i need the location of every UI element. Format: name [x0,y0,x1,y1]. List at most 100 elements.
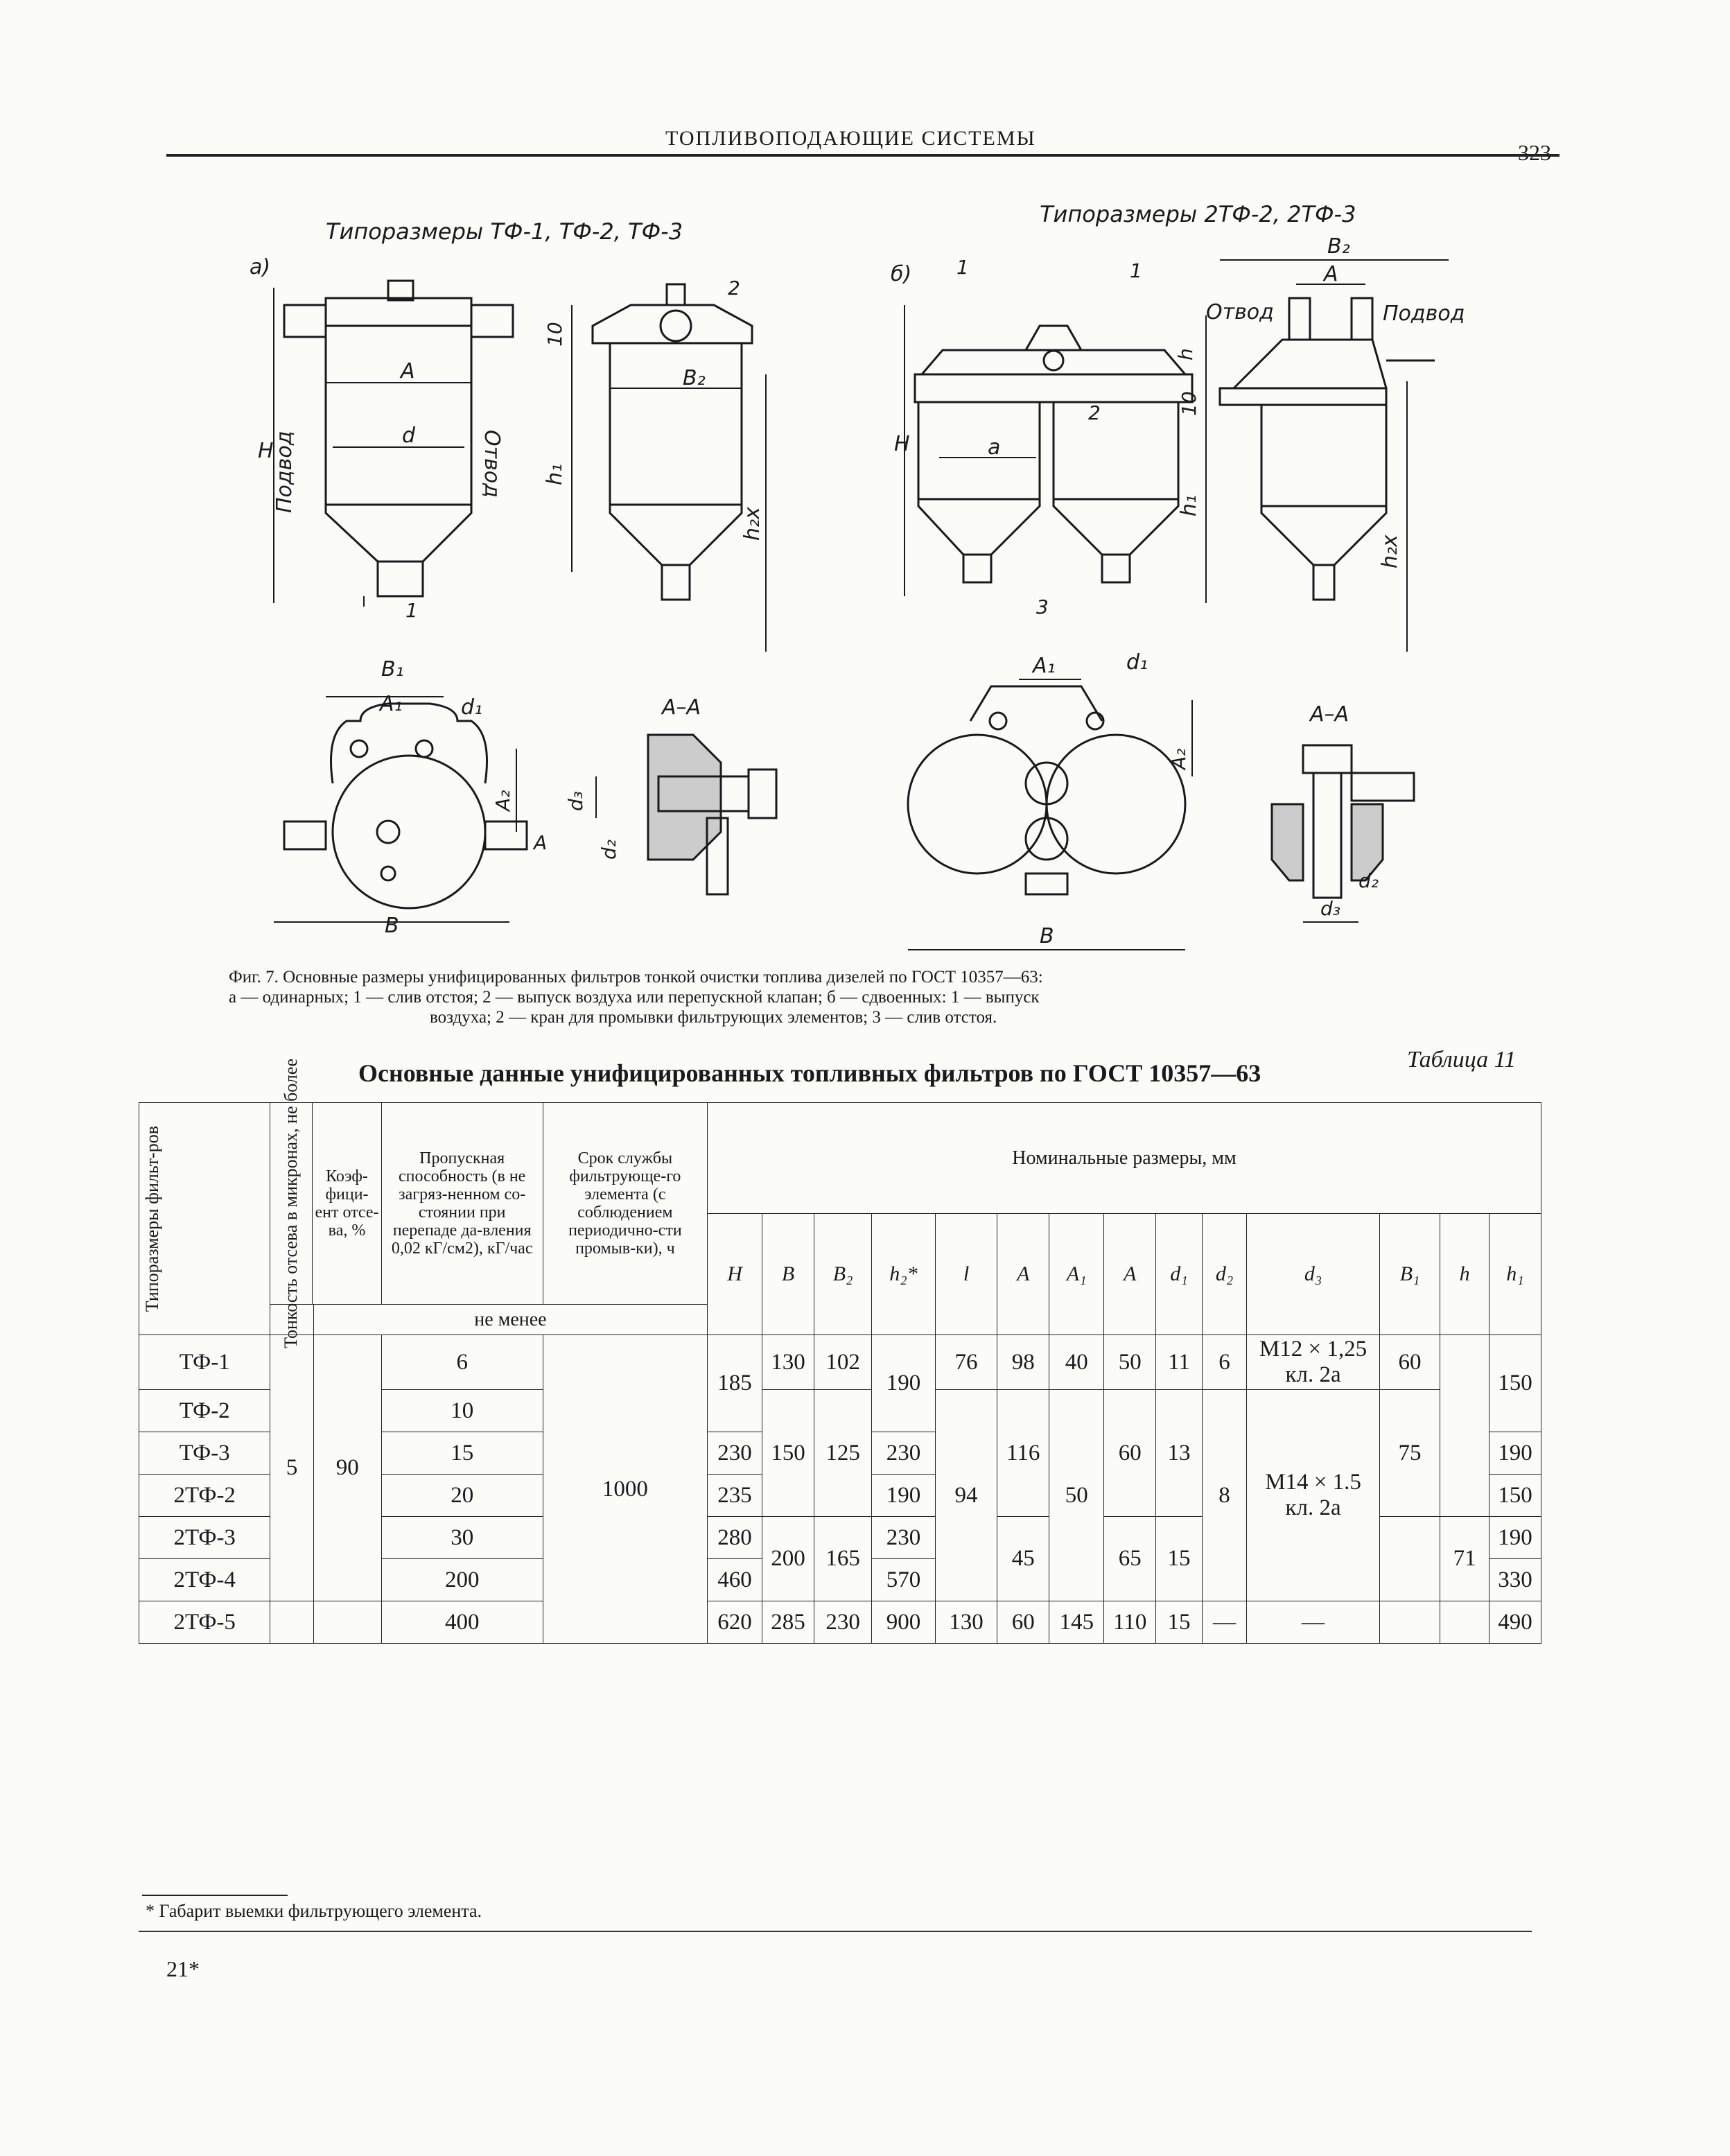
cell-A-second: 50 [1103,1335,1157,1390]
single-filter-plan [274,696,528,923]
header-dim-d1: d₁ [1155,1213,1203,1335]
double-filter-front [904,305,1194,596]
cell-h: 71 [1440,1516,1489,1601]
header-dim-d3: d₃ [1246,1213,1380,1335]
cell-A: 116 [997,1389,1050,1517]
dim-B-a: B [385,914,399,938]
cell-coef: 90 [313,1335,382,1601]
dim-h2x-a: h₂x [740,507,764,541]
cell-B2: 230 [813,1601,873,1644]
filters-data-table: Типоразмеры фильт-ров Тонкость отсева в … [138,1059,1542,1644]
dim-H-a: H [258,439,274,463]
cell-A: 60 [997,1601,1050,1644]
dim-d3-b: d₃ [1320,897,1340,920]
callout-2-a: 2 [728,277,740,299]
cell-H: 235 [706,1474,763,1517]
dim-A-a: A [399,359,415,383]
cell-h2: 570 [871,1558,936,1601]
header-dim-A1: A₁ [1049,1213,1105,1335]
callout-3-b: 3 [1036,595,1049,618]
cell-h2: 230 [871,1432,936,1475]
cell-h-blank [1440,1335,1489,1517]
cell-A-second: 110 [1103,1601,1157,1644]
cell-B: 285 [762,1601,814,1644]
header-not-less: не менее [313,1304,708,1335]
cell-B1-blank [1379,1516,1441,1601]
cell-h2: 190 [871,1474,936,1517]
label-inlet-a: Подвод [272,431,297,513]
dim-A2-a: A₂ [491,790,514,812]
cell-type: 2ТФ-2 [138,1474,271,1517]
header-dim-A: A [997,1213,1050,1335]
cell-d3: M12 × 1,25 кл. 2a [1246,1335,1380,1390]
callout-1-b-right: 1 [1130,259,1142,282]
dim-h2x-b: h₂x [1378,534,1402,568]
panel-a-label: а) [250,255,270,279]
dim-d2-a: d₂ [597,840,620,860]
cell-d3: M14 × 1.5 кл. 2a [1246,1389,1380,1601]
header-dim-h2: h₂* [871,1213,936,1335]
dim-A-b: A [1322,262,1338,286]
cell-A1: 145 [1049,1601,1105,1644]
header-dim-A-second: A [1103,1213,1157,1335]
dim-B1-a: B₁ [381,657,404,681]
cell-type: 2ТФ-3 [138,1516,271,1559]
cell-B: 200 [762,1516,814,1601]
cell-capacity: 20 [381,1474,543,1517]
header-dim-h1: h₁ [1488,1213,1542,1335]
cell-life: 1000 [542,1335,708,1644]
cell-h1: 330 [1488,1558,1542,1601]
double-filter-plan [907,679,1193,950]
section-title-b: А–А [1309,702,1349,727]
dim-d2-b: d₂ [1358,869,1379,892]
running-header: ТОПЛИВОПОДАЮЩИЕ СИСТЕМЫ [665,127,1036,150]
dim-A1-b: A₁ [1031,654,1056,678]
cell-H: 280 [706,1516,763,1559]
cell-h1: 190 [1488,1516,1542,1559]
data-table-wrapper: Типоразмеры фильт-ров Тонкость отсева в … [138,1059,1542,1644]
caption-line-2: а — одинарных; 1 — слив отстоя; 2 — выпу… [229,988,1040,1007]
cell-h2: 900 [871,1601,936,1644]
header-dim-B1: B₁ [1379,1213,1441,1335]
header-dim-l: l [934,1213,998,1335]
dim-A2-b: A₂ [1167,749,1190,771]
cell-B1: 60 [1379,1335,1441,1390]
cell-B: 150 [762,1389,814,1517]
label-outlet-b: Отвод [1206,300,1274,324]
dim-A1-a: A₁ [378,692,403,716]
caption-line-3: воздуха; 2 — кран для промывки фильтрующ… [430,1008,997,1027]
table-number: Таблица 11 [1407,1047,1517,1072]
cell-h1: 190 [1488,1432,1542,1475]
header-dim-d2: d₂ [1201,1213,1248,1335]
cell-capacity: 6 [381,1335,543,1390]
caption-line-1: Фиг. 7. Основные размеры унифицированных… [229,968,1043,986]
single-filter-section [595,733,778,896]
cell-h1: 150 [1488,1474,1542,1517]
section-mark-a: A [532,831,547,854]
table-title: Основные данные унифицированных топливны… [358,1059,1261,1087]
dim-d1-a: d₁ [461,695,482,720]
cell-B2: 102 [813,1335,873,1390]
cell-d2: 6 [1201,1335,1248,1390]
table-footnote: * Габарит выемки фильтрующего элемента. [146,1901,482,1921]
bottom-rule [139,1931,1532,1932]
dim-h1-b: h₁ [1177,495,1201,516]
cell-l: 94 [934,1389,998,1601]
cell-A1: 50 [1049,1389,1105,1601]
cell-d1: 15 [1155,1516,1203,1601]
dim-10-a: 10 [543,322,566,347]
footnote-rule [142,1895,288,1896]
cell-H: 620 [706,1601,763,1644]
cell-d1: 15 [1155,1601,1203,1644]
page-number: 323 [1518,140,1551,165]
cell-B1: 75 [1379,1389,1441,1517]
cell-B1-blank [1379,1601,1441,1644]
dim-B2-a: B₂ [683,366,706,390]
double-filter-section [1270,744,1415,923]
cell-d2: 8 [1201,1389,1248,1601]
figure-caption: Фиг. 7. Основные размеры унифицированных… [229,967,1476,1027]
filter-drawing: Типоразмеры ТФ-1, ТФ-2, ТФ-3 Типоразмеры… [250,201,1465,950]
cell-B2: 165 [813,1516,873,1601]
cell-d3: — [1246,1601,1380,1644]
cell-B2: 125 [813,1389,873,1517]
